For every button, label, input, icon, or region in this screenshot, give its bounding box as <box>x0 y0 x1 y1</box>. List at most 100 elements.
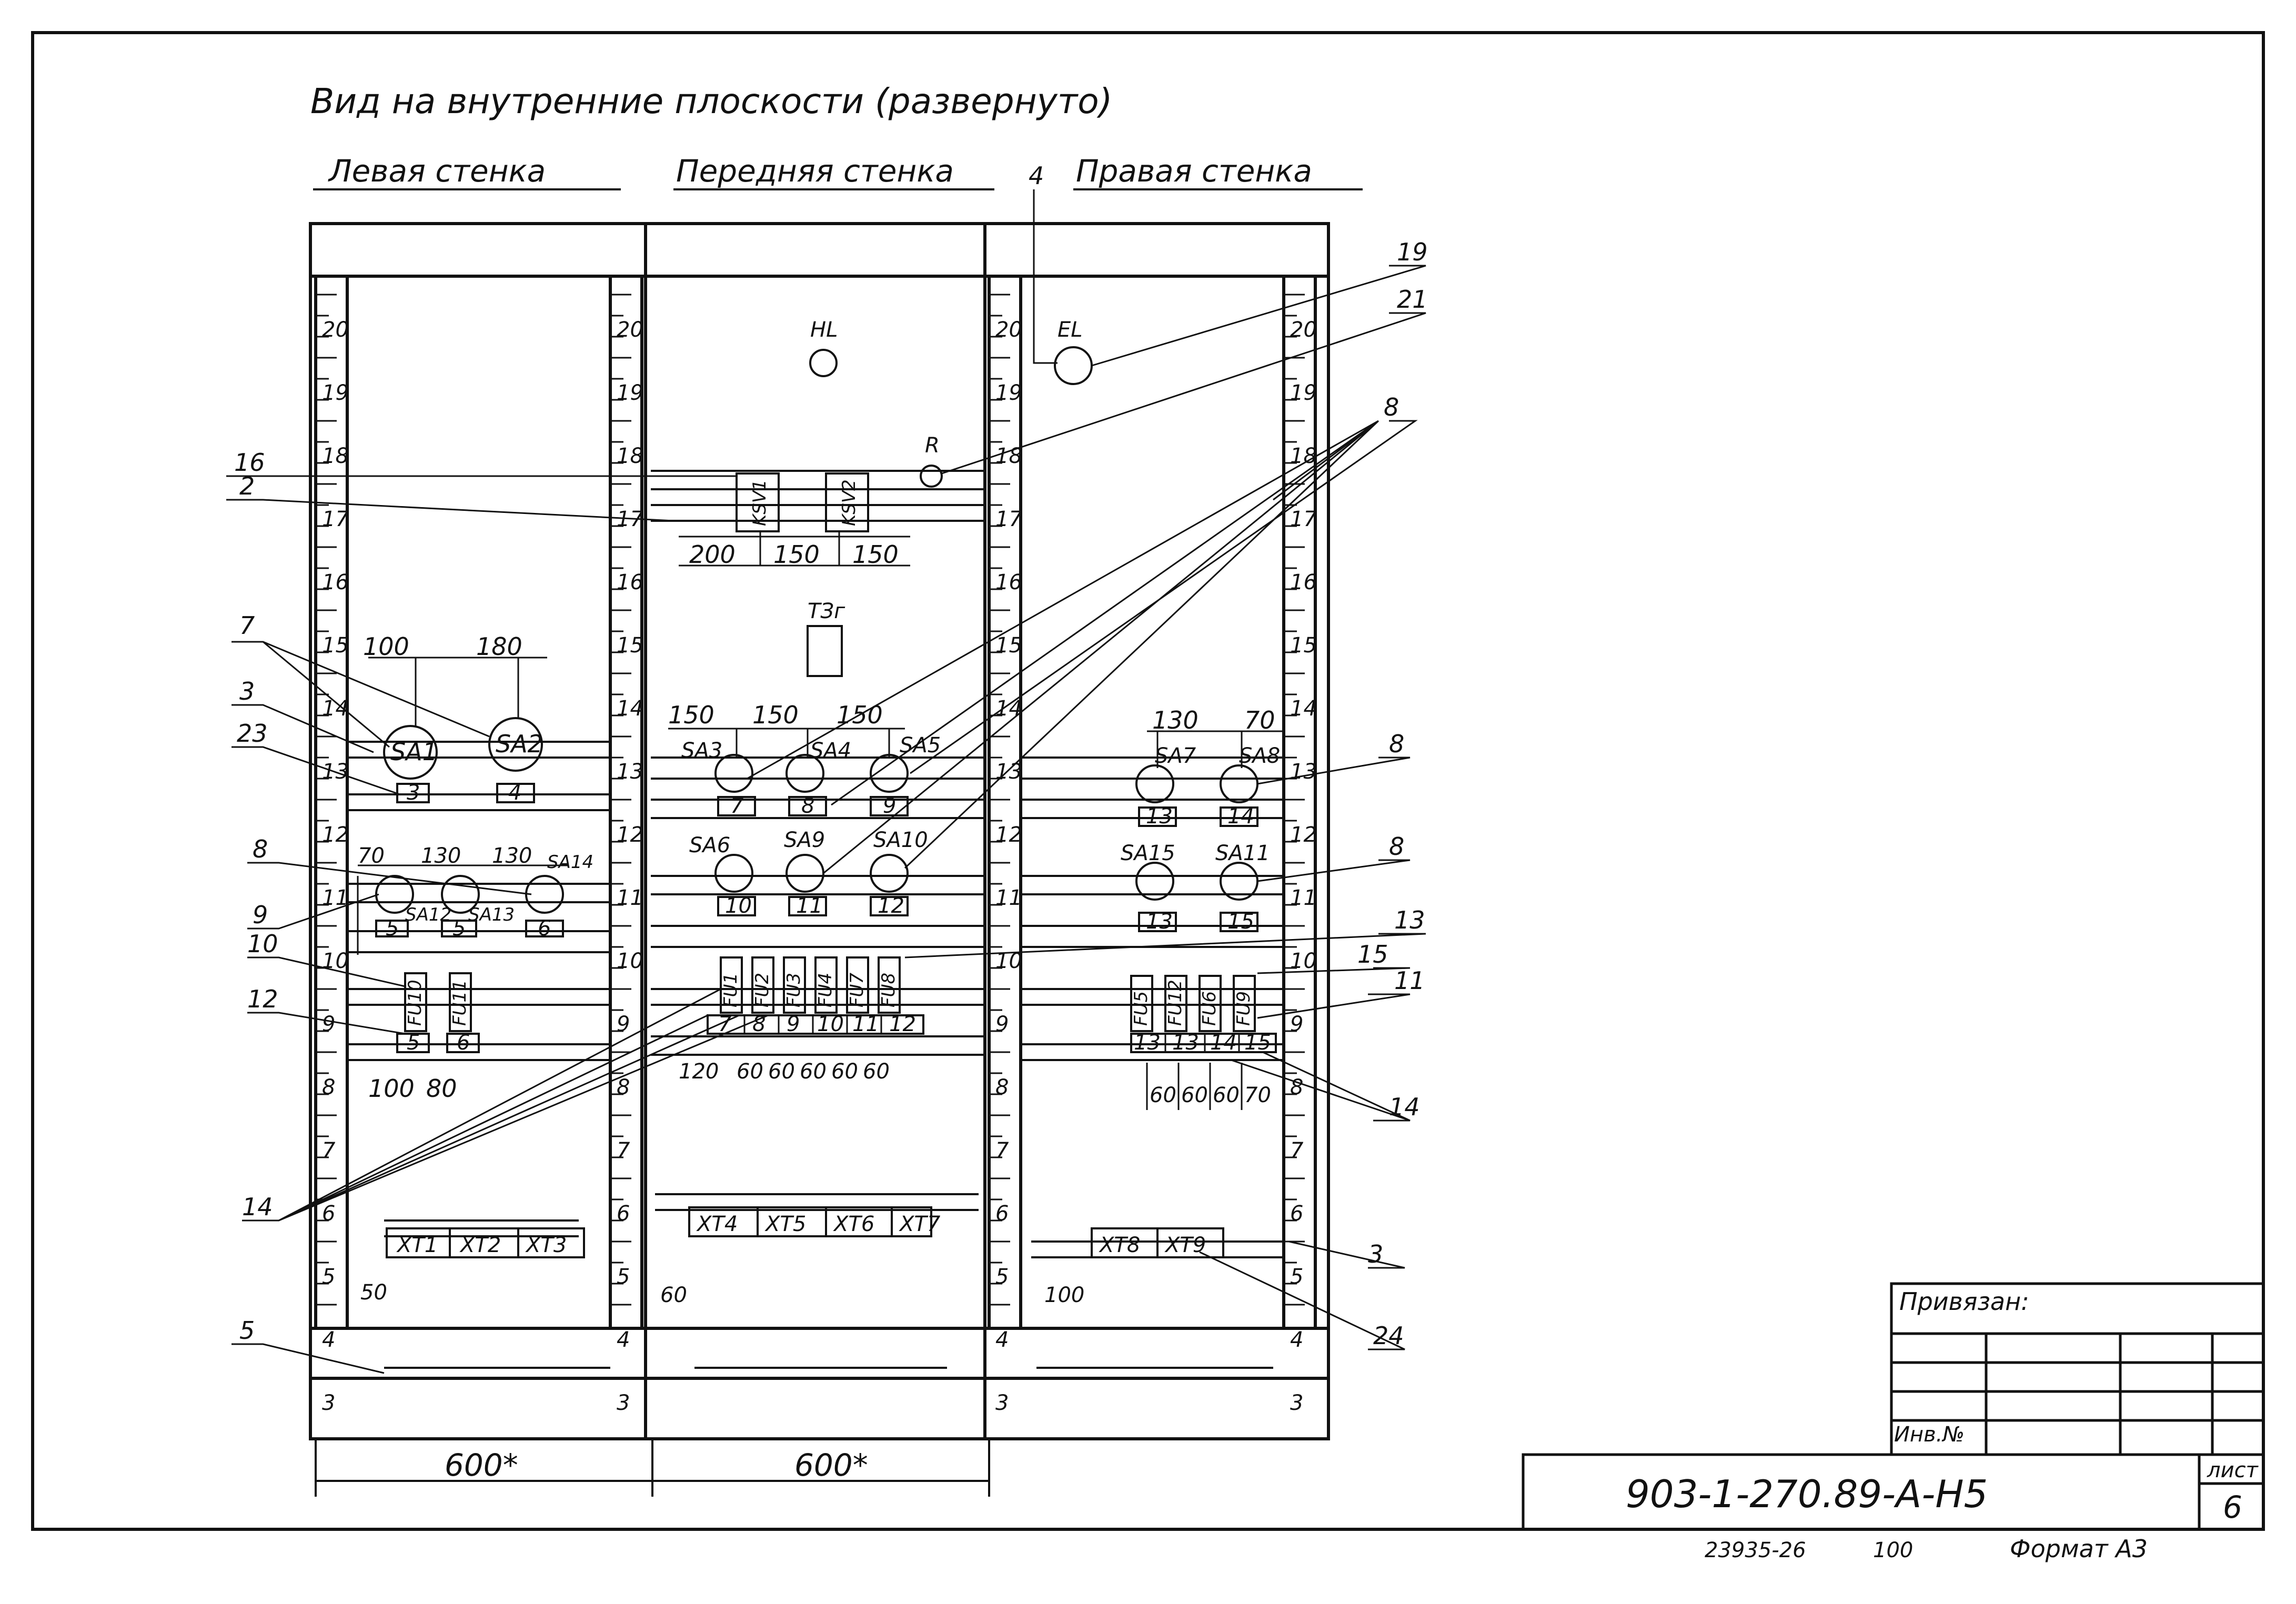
scale-mark: 10 <box>322 949 349 973</box>
plate-12: 12 <box>878 894 904 918</box>
dim-60-d: 60 <box>831 1060 858 1084</box>
scale-mark: 19 <box>1290 381 1317 405</box>
fu4-label: FU4 <box>815 973 836 1007</box>
sa12-label: SA12 <box>405 904 451 925</box>
drawing-title: Вид на внутренние плоскости (развернуто) <box>310 81 1112 122</box>
dim-60-e: 60 <box>863 1060 890 1084</box>
fu10-label: FU10 <box>405 980 426 1026</box>
plate-4: 4 <box>508 781 521 805</box>
xt3-label: XT3 <box>525 1233 567 1257</box>
scale-mark: 19 <box>995 381 1022 405</box>
fu11-label: FU11 <box>449 980 470 1026</box>
sa15-label: SA15 <box>1121 841 1175 865</box>
dim-150-b: 150 <box>852 540 899 569</box>
scale-mark: 16 <box>322 570 349 594</box>
callout-2: 2 <box>239 472 255 500</box>
scale-mark: 6 <box>1290 1202 1303 1226</box>
fuse-plate-13-b: 13 <box>1172 1031 1199 1055</box>
fuse-plate-15: 15 <box>1244 1031 1271 1055</box>
scale-mark: 14 <box>1290 697 1317 721</box>
fuse-plate-14: 14 <box>1210 1031 1237 1055</box>
dim-80: 80 <box>426 1074 457 1103</box>
archive-number: 23935-26 <box>1705 1538 1806 1562</box>
callout-13: 13 <box>1394 906 1425 934</box>
fu2-label: FU2 <box>752 973 773 1007</box>
xt5-label: XT5 <box>764 1212 806 1236</box>
plate-11: 11 <box>796 894 823 918</box>
scale-mark: 15 <box>1290 633 1317 658</box>
scale-mark: 17 <box>1290 507 1317 531</box>
callout-21: 21 <box>1397 285 1428 314</box>
scale-mark: 12 <box>995 823 1022 847</box>
callout-8-b: 8 <box>1384 393 1399 421</box>
r-label: R <box>925 433 940 458</box>
callout-5: 5 <box>239 1316 255 1345</box>
switches <box>375 717 1258 914</box>
scale-mark: 19 <box>322 381 349 405</box>
fu8-label: FU8 <box>878 973 899 1007</box>
fu9-label: FU9 <box>1233 991 1254 1026</box>
cabinet-outline <box>309 222 1330 1440</box>
dim-70-a: 70 <box>1244 706 1275 734</box>
scale-mark: 6 <box>322 1202 335 1226</box>
el-lamp-icon <box>1054 346 1093 385</box>
width-600-b: 600* <box>794 1447 868 1483</box>
xt4-label: XT4 <box>696 1212 738 1236</box>
sheet-frame <box>31 31 2265 1531</box>
callout-3-a: 3 <box>239 677 255 705</box>
scale-mark: 6 <box>995 1202 1009 1226</box>
fuse-plate-9: 9 <box>787 1012 800 1036</box>
scale-mark: 20 <box>1290 318 1317 342</box>
scale-mark: 11 <box>995 886 1022 910</box>
callout-24: 24 <box>1373 1321 1404 1350</box>
dim-200: 200 <box>689 540 736 569</box>
sa2-label: SA2 <box>496 730 543 758</box>
dim-50: 50 <box>360 1280 387 1305</box>
callout-14-a: 14 <box>242 1193 273 1221</box>
scale-mark: 3 <box>617 1391 630 1415</box>
dim-150-d: 150 <box>752 701 799 729</box>
callout-10: 10 <box>247 930 278 958</box>
scale-mark: 11 <box>617 886 643 910</box>
fuse-plate-13-a: 13 <box>1134 1031 1161 1055</box>
drawing-code: 903-1-270.89-А-Н5 <box>1626 1472 1988 1516</box>
scale-mark: 8 <box>322 1075 335 1099</box>
scale-mark: 17 <box>322 507 349 531</box>
scale-mark: 9 <box>322 1012 335 1036</box>
fu6-label: FU6 <box>1199 991 1220 1026</box>
scale-mark: 10 <box>617 949 643 973</box>
sa4-label: SA4 <box>810 739 851 763</box>
scale-mark: 18 <box>1290 444 1317 468</box>
scale-mark: 12 <box>617 823 643 847</box>
scale-mark: 13 <box>617 760 643 784</box>
dim-130-c: 130 <box>492 844 532 868</box>
callout-19: 19 <box>1397 238 1428 266</box>
scale-mark: 9 <box>1290 1012 1303 1036</box>
plate-8: 8 <box>801 794 814 818</box>
plate-6-b: 6 <box>457 1031 470 1055</box>
scale-mark: 20 <box>617 318 643 342</box>
callout-8-a: 8 <box>253 835 268 863</box>
dim-180: 180 <box>476 632 522 661</box>
scale-mark: 14 <box>995 697 1022 721</box>
plate-10: 10 <box>725 894 752 918</box>
callout-9: 9 <box>253 901 268 929</box>
scale-mark: 8 <box>995 1075 1009 1099</box>
plate-14-a: 14 <box>1227 804 1254 829</box>
sa8-label: SA8 <box>1239 744 1280 768</box>
scale-mark: 7 <box>322 1138 336 1163</box>
scale-mark: 13 <box>1290 760 1317 784</box>
scale-mark: 17 <box>995 507 1022 531</box>
scale-mark: 7 <box>617 1138 630 1163</box>
dim-100-b: 100 <box>368 1074 415 1103</box>
callout-14-b: 14 <box>1389 1093 1420 1121</box>
sheet-label: лист <box>2207 1458 2259 1482</box>
callout-16: 16 <box>234 448 265 477</box>
callout-3-b: 3 <box>1368 1240 1383 1268</box>
xt2-label: XT2 <box>459 1233 501 1257</box>
plate-15: 15 <box>1227 910 1254 934</box>
fuse-plate-8: 8 <box>752 1012 766 1036</box>
dim-60-a: 60 <box>737 1060 763 1084</box>
